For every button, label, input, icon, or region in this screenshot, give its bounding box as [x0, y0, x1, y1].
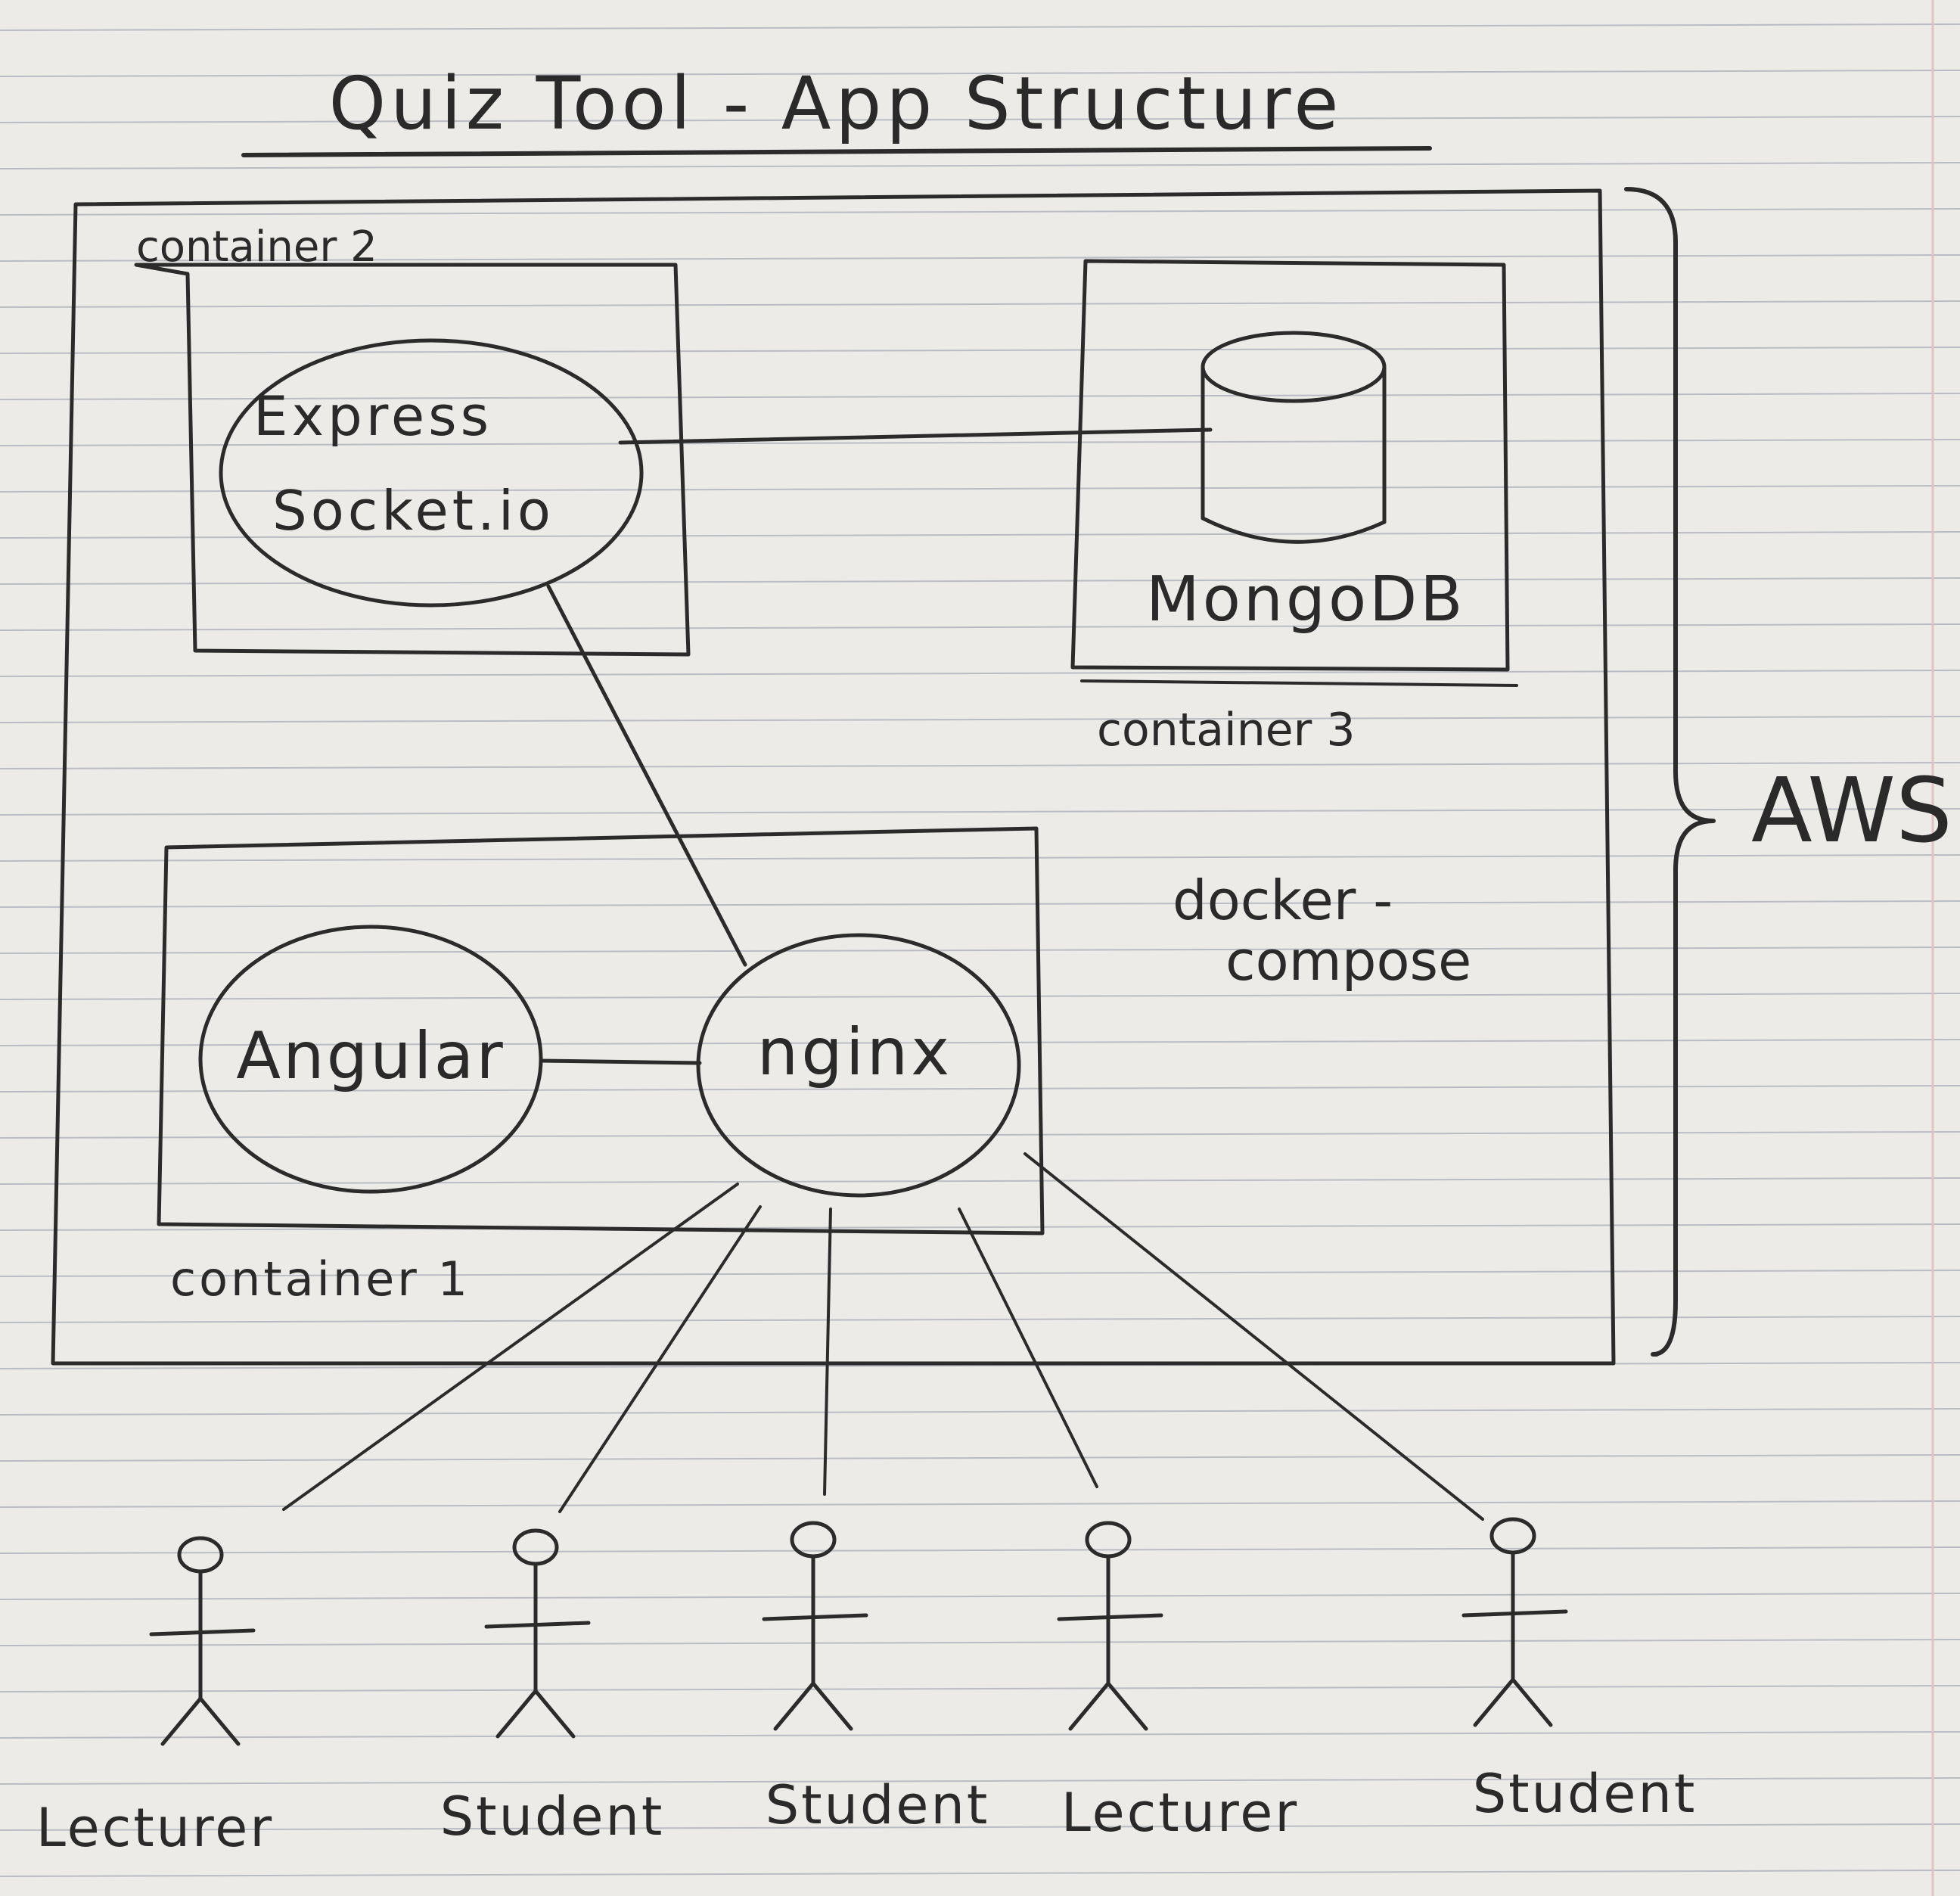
mongodb-label: MongoDB [1146, 564, 1466, 636]
ruled-line [0, 993, 1960, 1000]
ruled-line [0, 716, 1960, 723]
ruled-line [0, 208, 1960, 216]
angular-label: Angular [236, 1018, 505, 1094]
docker-compose-label-line2: compose [1225, 929, 1471, 993]
container-3-box [1070, 259, 1510, 672]
ruled-line [0, 623, 1960, 631]
diagram-title: Quiz Tool - App Structure [329, 61, 1343, 146]
stick-figure-person-icon [1057, 1521, 1163, 1731]
stick-figure-person-icon [149, 1536, 256, 1746]
docker-compose-boundary [51, 188, 1616, 1366]
ruled-line [0, 116, 1960, 123]
ruled-line [0, 1085, 1960, 1093]
container-1-label: container 1 [170, 1251, 471, 1307]
user-to-nginx-connector [558, 1205, 762, 1513]
user-figure: Lecturer [36, 1536, 274, 1859]
socketio-label: Socket.io [272, 479, 554, 542]
user-figure: Student [1461, 1517, 1698, 1825]
database-cylinder-icon [1201, 331, 1387, 544]
title-underline [241, 146, 1432, 157]
user-role-label: Student [766, 1774, 990, 1836]
user-to-nginx-connector [958, 1208, 1098, 1488]
express-socketio-node [219, 338, 644, 608]
user-to-nginx-connector [1023, 1152, 1484, 1521]
ruled-line [0, 808, 1960, 816]
ruled-line [0, 1223, 1960, 1231]
ruled-line [0, 1685, 1960, 1692]
ruled-line [0, 762, 1960, 769]
user-role-label: Student [440, 1786, 665, 1848]
ruled-line [0, 1270, 1960, 1277]
ruled-line [0, 1454, 1960, 1462]
user-figure: Student [440, 1528, 665, 1848]
ruled-line [0, 1870, 1960, 1877]
ruled-line [0, 946, 1960, 954]
ruled-line [0, 1131, 1960, 1139]
express-to-mongodb-connector [618, 427, 1213, 445]
notebook-ruled-lines [0, 23, 1960, 1877]
ruled-line [0, 1177, 1960, 1185]
ruled-line [0, 1408, 1960, 1416]
docker-compose-label-line1: docker - [1173, 869, 1393, 932]
user-role-label: Student [1473, 1763, 1698, 1825]
ruled-line [0, 162, 1960, 169]
nginx-to-express-connector [546, 584, 747, 967]
ruled-line [0, 1823, 1960, 1831]
angular-to-nginx-connector [539, 1058, 702, 1065]
container-2-box [134, 263, 691, 657]
stick-figure-person-icon [762, 1521, 868, 1731]
ruled-line [0, 254, 1960, 262]
ruled-line [0, 1777, 1960, 1785]
user-figure: Student [762, 1521, 990, 1836]
ruled-line [0, 900, 1960, 908]
user-to-nginx-connector [823, 1208, 832, 1496]
user-role-label: Lecturer [1061, 1782, 1299, 1844]
ruled-line [0, 1362, 1960, 1369]
ruled-line [0, 1546, 1960, 1554]
nginx-node [696, 933, 1021, 1198]
ruled-line [0, 70, 1960, 77]
stick-figure-person-icon [1461, 1517, 1568, 1727]
user-figure: Lecturer [1057, 1521, 1299, 1844]
ruled-line [0, 439, 1960, 446]
express-label: Express [253, 384, 492, 448]
ruled-line [0, 23, 1960, 31]
ruled-line [0, 854, 1960, 862]
ruled-line [0, 1039, 1960, 1046]
ruled-line [0, 393, 1960, 400]
user-role-label: Lecturer [36, 1797, 274, 1859]
container-1-box [157, 826, 1045, 1236]
ruled-line [0, 577, 1960, 585]
ruled-line [0, 1500, 1960, 1508]
container-3-underline [1080, 679, 1518, 687]
ruled-line [0, 1316, 1960, 1323]
ruled-line [0, 485, 1960, 493]
ruled-line [0, 531, 1960, 539]
aws-label: AWS [1751, 758, 1952, 863]
nginx-label: nginx [757, 1015, 952, 1090]
ruled-line [0, 347, 1960, 354]
user-to-nginx-connector [282, 1183, 739, 1511]
ruled-line [0, 670, 1960, 677]
stick-figure-person-icon [484, 1528, 591, 1739]
container-3-label: container 3 [1097, 704, 1356, 757]
ruled-line [0, 1593, 1960, 1600]
curly-brace-icon [1624, 187, 1716, 1357]
ruled-line [0, 1639, 1960, 1646]
ruled-line [0, 1731, 1960, 1739]
ruled-line [0, 300, 1960, 308]
